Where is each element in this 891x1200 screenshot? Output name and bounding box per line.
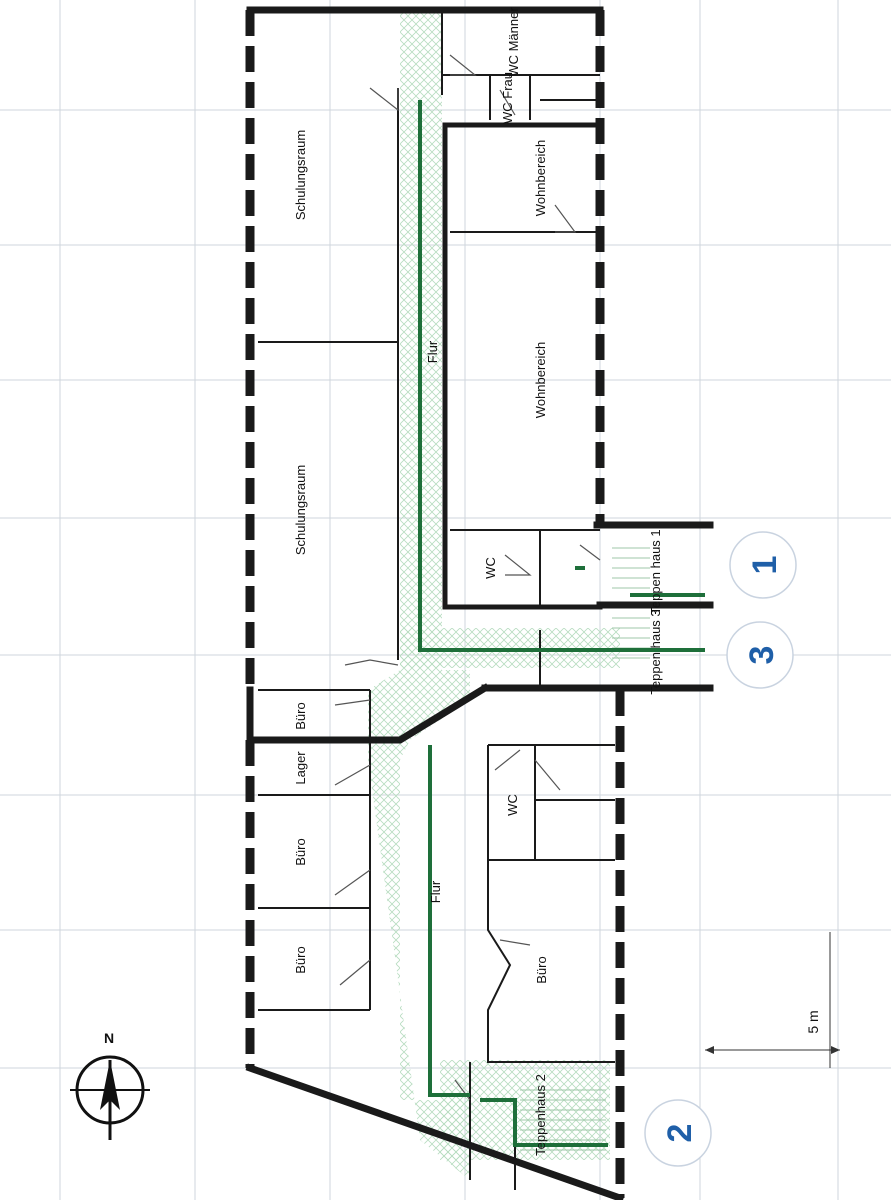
label-lager: Lager (293, 751, 308, 785)
room-labels: Schulungsraum Schulungsraum Wohnbereich … (293, 7, 663, 1156)
label-treppenhaus-3: Teppen haus 3 (648, 609, 663, 694)
exit-marker-1: 1 (729, 531, 797, 599)
label-wc-frau: WC Frau (500, 72, 515, 124)
label-wc-1: WC (483, 557, 498, 579)
exit-number-3: 3 (743, 646, 781, 665)
label-flur-2: Flur (428, 880, 443, 903)
label-buero-2: Büro (293, 838, 308, 865)
compass-label: N (104, 1030, 114, 1046)
inner-walls (258, 10, 615, 1190)
exit-marker-3: 3 (726, 621, 794, 689)
corridor-hatch (368, 10, 620, 1180)
label-wc-2: WC (505, 794, 520, 816)
escape-routes (418, 100, 705, 1147)
label-treppenhaus-1: Teppen haus 1 (648, 529, 663, 614)
scale-label: 5 m (805, 1010, 821, 1033)
exit-marker-2: 2 (644, 1099, 712, 1167)
label-wohnbereich-1: Wohnbereich (533, 140, 548, 216)
label-schulungsraum-1: Schulungsraum (293, 130, 308, 220)
label-schulungsraum-2: Schulungsraum (293, 465, 308, 555)
scale-bar: 5 m (705, 932, 840, 1068)
label-buero-3: Büro (293, 946, 308, 973)
outer-walls (245, 6, 714, 1200)
door-swings (334, 54, 601, 1101)
north-arrow-icon: N (70, 1030, 150, 1140)
label-buero-4: Büro (534, 956, 549, 983)
label-wohnbereich-2: Wohnbereich (533, 342, 548, 418)
label-wc-maenner: WC Männer (506, 7, 521, 77)
label-buero-1: Büro (293, 702, 308, 729)
label-treppenhaus-2: Teppenhaus 2 (533, 1074, 548, 1156)
label-flur-1: Flur (425, 340, 440, 363)
exit-number-2: 2 (661, 1124, 699, 1143)
stairs-lines (520, 547, 650, 1151)
exit-number-1: 1 (746, 556, 784, 575)
